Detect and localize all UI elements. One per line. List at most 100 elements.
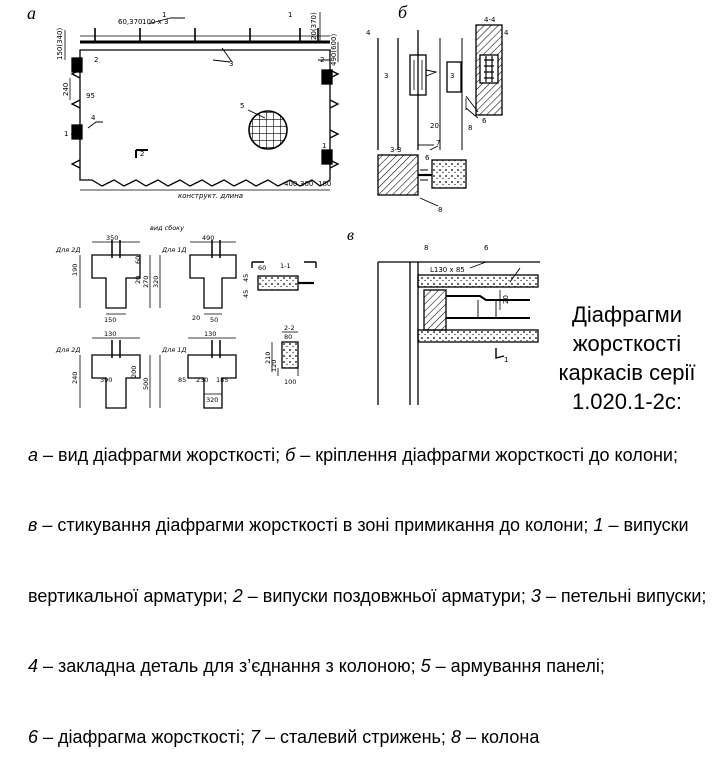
panel-label-b: б [398,2,408,22]
dim: 50 [210,316,218,324]
section-mark: 1 [64,130,68,138]
drawing-v-right [377,261,540,405]
caption-text: – випуски поздовжньої арматури; [242,585,531,606]
diagram-title: Діафрагми жорсткості каркасів серії 1.02… [540,300,714,416]
dim: 180 [318,180,331,188]
dim: 95 [86,92,95,100]
section-mark: 1 [322,142,326,150]
dim: 320 [152,276,160,288]
callout: 3 [384,72,388,80]
callout: 8 [424,244,428,252]
caption-key: 6 [28,726,39,747]
callout: 3 [450,72,454,80]
label: вид сбоку [150,224,184,232]
label: Для 2Д [55,346,80,354]
dim: 100 [284,378,296,386]
callout: 1 [288,11,292,19]
drawing-a-text: 1 1 2 2 3 4 5 2 60,370 100 x 3 150(340) … [56,11,338,200]
callout: 6 [484,244,489,252]
caption-line: 6 – діафрагма жорсткості; 7 – сталевий с… [8,702,716,773]
drawing-a [64,12,340,191]
dim: 100 x 3 [142,18,168,26]
drawing-v-left [79,240,317,409]
dim: 150(340) [56,28,64,60]
caption-text: – стикування діафрагми жорсткості в зоні… [37,515,594,535]
label: Для 1Д [161,346,186,354]
callout: 4-4 [484,16,496,24]
caption-text: – сталевий стрижень; [260,726,451,747]
callout: 4 [504,29,509,37]
title-line: Діафрагми [571,302,683,327]
dim: 120 [270,360,278,372]
callout: 4 [366,29,371,37]
dim: 130 [204,330,216,338]
dim: 60 [258,264,266,272]
callout: 2 [320,56,324,64]
callout: 3-3 [390,146,401,154]
dim: 60,370 [118,18,143,26]
dim: 240 [71,372,79,384]
dim: 390 [100,376,112,384]
caption-key: в [28,515,38,535]
callout: 2 [140,150,144,158]
callout: 2 [94,56,98,64]
callout: 6 [425,154,430,162]
callout: 3 [229,60,233,68]
callout: 1 [162,11,166,19]
caption-text: вертикальної арматури; [28,585,233,606]
title-line: каркасів серії [558,360,696,385]
callout: 20 [502,295,510,304]
dim: 500 [142,378,150,390]
dim: 200 [130,366,138,378]
caption-line: а – вид діафрагми жорсткості; б – кріпле… [8,420,716,491]
caption-text: – колона [460,726,540,747]
dim: 350 [106,234,118,242]
callout: 7 [436,139,440,147]
caption-key: 8 [450,726,461,747]
caption-key: 3 [530,585,541,606]
dim: 185 [216,376,228,384]
label: 1-1 [280,262,291,270]
callout: 6 [482,117,487,125]
dim: 320 [206,396,218,404]
callout: 1 [504,356,508,364]
dim: 45 [242,274,250,282]
caption-text: – вид діафрагми жорсткості; [38,444,286,465]
caption-key: 5 [420,656,431,676]
dim: 85 [178,376,186,384]
panel-label-a: а [27,3,36,23]
dim: 80 [284,333,292,341]
caption-text: – закладна деталь для з’єднання з колоно… [38,656,421,676]
caption-line: в – стикування діафрагми жорсткості в зо… [8,491,716,562]
callout: 8 [438,206,442,214]
dim: 240 [62,83,70,96]
dim: 210 [264,352,272,364]
callout: 20 [430,122,439,130]
label: Для 2Д [55,246,80,254]
callout: L130 x 85 [430,266,465,274]
callout: 5 [240,102,244,110]
dim: 20 [134,276,142,284]
dim: 270 [142,276,150,288]
caption-key: 1 [593,515,604,535]
title-line: жорсткості [572,331,682,356]
dim: 130 [104,330,116,338]
drawing-b-text: 3 4-4 3 6 8 20 3-3 7 6 8 4 4 [366,16,509,214]
caption-text: – випуски [603,515,689,535]
title-line: 1.020.1-2с: [571,389,683,414]
dim: 20(370) [310,12,318,40]
dim: 230 [196,376,208,384]
figure-caption: а – вид діафрагми жорсткості; б – кріпле… [8,420,716,773]
panel-label-v: в [347,227,354,244]
drawing-v-left-text: вид сбоку Для 2Д Для 1Д Для 2Д Для 1Д 1-… [55,224,296,404]
drawing-b [377,24,503,207]
dim: 490(600) [330,34,338,66]
drawing-v-right-text: 8 6 L130 x 85 20 1 [424,244,510,364]
caption-key: 2 [232,585,243,606]
caption-text: – діафрагма жорсткості; [38,726,250,747]
caption-key: 4 [28,656,39,676]
caption-text: – армування панелі; [430,656,605,676]
dim: 300 [300,180,313,188]
caption-key: а [28,444,39,465]
dim: конструкт. длина [178,192,243,200]
